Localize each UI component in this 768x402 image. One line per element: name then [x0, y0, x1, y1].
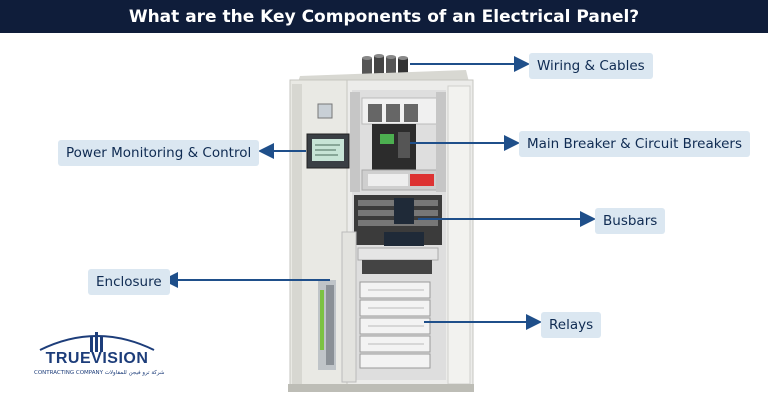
logo-tagline-en: CONTRACTING COMPANY [34, 370, 103, 376]
logo-name-right: VISION [91, 350, 149, 367]
label-main-breaker: Main Breaker & Circuit Breakers [519, 131, 750, 157]
cable-glands [362, 54, 408, 74]
label-enclosure: Enclosure [88, 269, 170, 295]
true-vision-logo: TRUEVISION CONTRACTING COMPANY شركة ترو … [34, 328, 165, 380]
label-wiring-cables: Wiring & Cables [529, 53, 653, 79]
relay-modules [359, 281, 431, 369]
meter-icon [317, 103, 333, 119]
logo-wordmark: TRUEVISION [34, 350, 160, 368]
power-monitor-display [306, 133, 350, 169]
logo-tagline-ar: شركة ترو فيجن للمقاولات [104, 370, 165, 376]
cable-duct-left [350, 92, 360, 192]
busbar-section [354, 195, 442, 274]
logo-tagline: CONTRACTING COMPANY شركة ترو فيجن للمقاو… [34, 370, 165, 376]
label-relays: Relays [541, 312, 602, 338]
page-title: What are the Key Components of an Electr… [128, 6, 640, 27]
logo-name-left: TRUE [45, 350, 92, 367]
logo-arc-icon [39, 332, 155, 352]
page-title-bar: What are the Key Components of an Electr… [0, 0, 768, 33]
door-terminal-strip [318, 231, 357, 383]
label-busbars: Busbars [595, 208, 666, 234]
label-power-monitoring: Power Monitoring & Control [58, 140, 260, 166]
